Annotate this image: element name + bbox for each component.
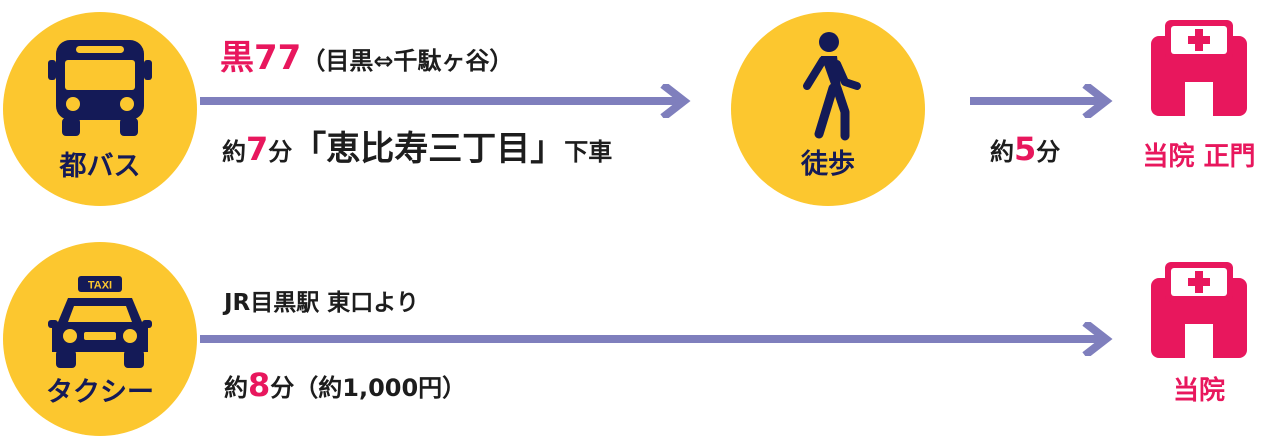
taxi-time-unit: 分: [270, 374, 295, 402]
bus-icon: [48, 40, 152, 136]
taxi-arrow: [200, 322, 1113, 356]
taxi-circle: TAXI タクシー: [3, 242, 197, 436]
taxi-time-fare: 約8分（約1,000円）: [224, 364, 466, 412]
bus-time-value: 7: [246, 130, 269, 168]
walk-destination: 当院 正門: [1142, 142, 1256, 172]
taxi-label: タクシー: [46, 377, 154, 408]
taxi-icon: TAXI: [48, 276, 152, 368]
bus-arrow: [200, 84, 691, 118]
bus-stop-open: 「: [292, 129, 327, 169]
taxi-sign: TAXI: [88, 280, 112, 292]
walk-time-value: 5: [1014, 130, 1037, 168]
walking-person-icon: [803, 32, 861, 141]
taxi-destination: 当院: [1172, 376, 1225, 406]
bus-route-detail: （目黒⇔千駄ヶ谷）: [301, 47, 514, 75]
walk-arrow: [970, 84, 1113, 118]
bus-time-stop: 約7分「恵比寿三丁目」下車: [222, 128, 612, 176]
walk-time-unit: 分: [1036, 138, 1061, 166]
walk-time-prefix: 約: [990, 138, 1014, 166]
walk-time: 約5分: [990, 128, 1060, 176]
bus-time-unit: 分: [268, 138, 293, 166]
bus-route-line: 黒77: [220, 38, 302, 78]
bus-label: 都バス: [59, 151, 141, 182]
walk-circle: 徒歩: [731, 12, 925, 206]
taxi-fare: （約1,000円）: [294, 374, 467, 402]
hospital-icon: [1151, 20, 1247, 116]
bus-stop-close: 」: [530, 129, 565, 169]
taxi-time-prefix: 約: [224, 374, 248, 402]
bus-stop-name: 恵比寿三丁目: [326, 129, 531, 169]
walk-label: 徒歩: [801, 149, 855, 180]
taxi-time-value: 8: [248, 366, 271, 404]
bus-time-prefix: 約: [222, 138, 246, 166]
hospital-icon: [1151, 262, 1247, 358]
taxi-from: JR目黒駅 東口より: [224, 290, 419, 316]
bus-route: 黒77（目黒⇔千駄ヶ谷）: [220, 30, 513, 79]
bus-circle: 都バス: [3, 12, 197, 206]
bus-stop-suffix: 下車: [564, 138, 613, 166]
